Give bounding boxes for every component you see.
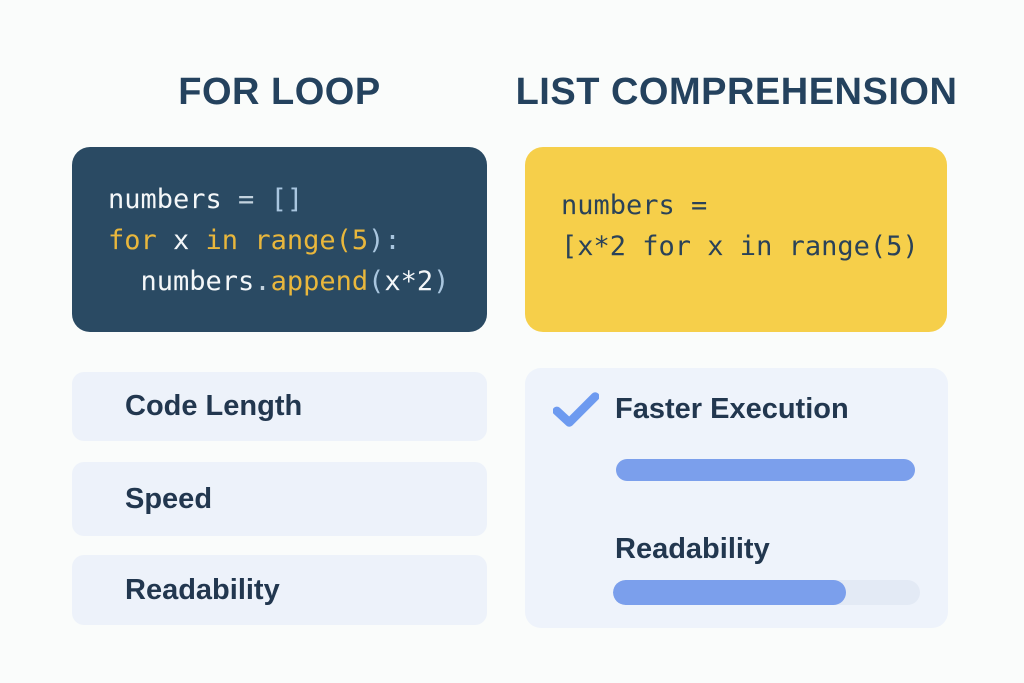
list-comprehension-feature-card: Faster Execution Readability — [525, 368, 948, 628]
list-comprehension-title: LIST COMPREHENSION — [515, 71, 958, 113]
code-line: numbers = [] — [108, 184, 304, 215]
code-line: numbers = — [561, 190, 708, 221]
code-line: for x in range(5): — [108, 225, 401, 256]
readability-bar-fill — [613, 580, 847, 605]
checkmark-icon — [553, 392, 599, 427]
list-comprehension-code-block: numbers = [x*2 for x in range(5) — [525, 147, 947, 332]
code-line: [x*2 for x in range(5) — [561, 231, 919, 262]
feature-label: Readability — [125, 573, 280, 606]
faster-execution-bar — [616, 459, 915, 481]
feature-label: Speed — [125, 482, 213, 515]
code-line: numbers.append(x*2) — [108, 266, 450, 297]
for-loop-title: FOR LOOP — [178, 71, 381, 113]
feature-row-readability: Readability — [72, 555, 487, 625]
for-loop-code-block: numbers = [] for x in range(5): numbers.… — [72, 147, 487, 332]
feature-row-code-length: Code Length — [72, 372, 487, 441]
faster-execution-label: Faster Execution — [615, 393, 849, 425]
feature-label: Code Length — [125, 390, 303, 422]
readability-label: Readability — [615, 533, 770, 565]
feature-row-speed: Speed — [72, 462, 487, 536]
readability-bar-track — [613, 580, 920, 605]
